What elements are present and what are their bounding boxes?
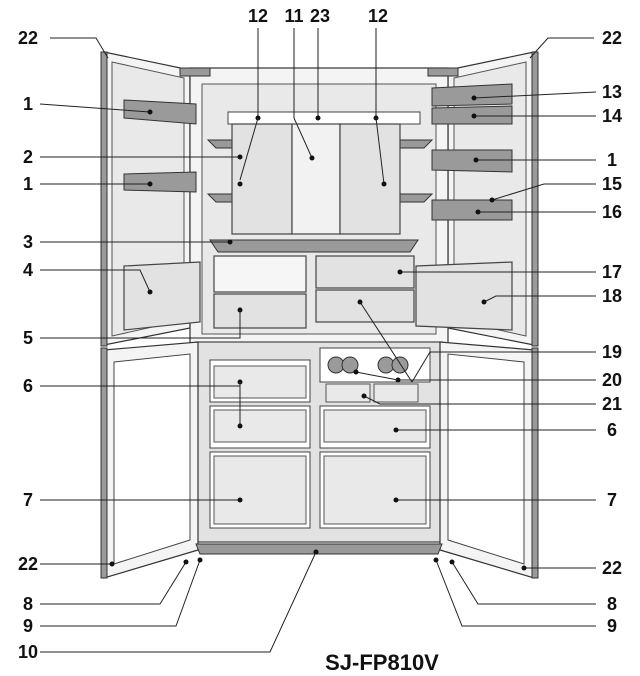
callout-top-23: 23	[310, 6, 330, 26]
callout-left-22-top: 22	[18, 28, 38, 48]
callout-top-11: 11	[284, 6, 303, 26]
left-door-pocket-lower	[123, 171, 197, 193]
back-panels	[231, 123, 401, 235]
callout-left-4: 4	[23, 260, 33, 280]
right-bottle-pocket	[415, 261, 513, 331]
callout-right-16: 16	[602, 202, 622, 222]
callout-left-5: 5	[23, 328, 33, 348]
callout-right-21: 21	[602, 394, 622, 414]
lower-shelf	[209, 239, 419, 253]
fridge-illustration	[100, 51, 539, 579]
callout-right-19: 19	[602, 342, 622, 362]
callout-right-18: 18	[602, 286, 622, 306]
callout-left-2: 2	[23, 147, 33, 167]
callout-right-8: 8	[607, 594, 617, 614]
callout-left-22-bottom: 22	[18, 554, 38, 574]
base-cover	[195, 543, 443, 555]
top-callouts: 12 11 23 12	[248, 6, 388, 26]
callout-right-22-bottom: 22	[602, 558, 622, 578]
callout-right-7: 7	[607, 490, 617, 510]
callout-right-9: 9	[607, 616, 617, 636]
callout-left-3: 3	[23, 232, 33, 252]
callout-right-15: 15	[602, 174, 622, 194]
callout-right-14: 14	[602, 106, 622, 126]
right-door-pocket-3	[431, 149, 513, 173]
right-door-pocket-1	[431, 83, 513, 107]
model-name: SJ-FP810V	[325, 650, 439, 675]
callout-right-22-top: 22	[602, 28, 622, 48]
left-bottle-pocket	[123, 261, 201, 331]
callout-right-17: 17	[602, 262, 622, 282]
left-door-pocket-upper	[123, 99, 197, 125]
left-callouts: 22 1 2 1 3 4 5 6 7 22 8 9 10	[18, 28, 38, 662]
callout-left-1-lower: 1	[23, 174, 33, 194]
callout-right-20: 20	[602, 370, 622, 390]
left-lower-door	[100, 341, 199, 579]
callout-right-13: 13	[602, 82, 622, 102]
callout-top-12-right: 12	[368, 6, 388, 26]
callout-right-1: 1	[607, 150, 617, 170]
right-lower-door	[439, 341, 539, 579]
upper-left-drawer	[213, 255, 307, 293]
callout-left-6: 6	[23, 376, 33, 396]
right-door-pocket-4	[431, 199, 513, 221]
callout-left-9: 9	[23, 616, 33, 636]
callout-left-10: 10	[18, 642, 38, 662]
callout-right-6: 6	[607, 420, 617, 440]
callout-top-12-left: 12	[248, 6, 268, 26]
right-callouts: 22 13 14 1 15 16 17 18 19 20 21 6 7 22 8…	[602, 28, 622, 636]
callout-left-1-upper: 1	[23, 94, 33, 114]
fresh-case	[315, 289, 415, 323]
freezer-interior	[209, 347, 431, 529]
callout-left-8: 8	[23, 594, 33, 614]
callout-left-7: 7	[23, 490, 33, 510]
vegetable-drawer	[213, 293, 307, 329]
leader-lines	[39, 28, 597, 653]
